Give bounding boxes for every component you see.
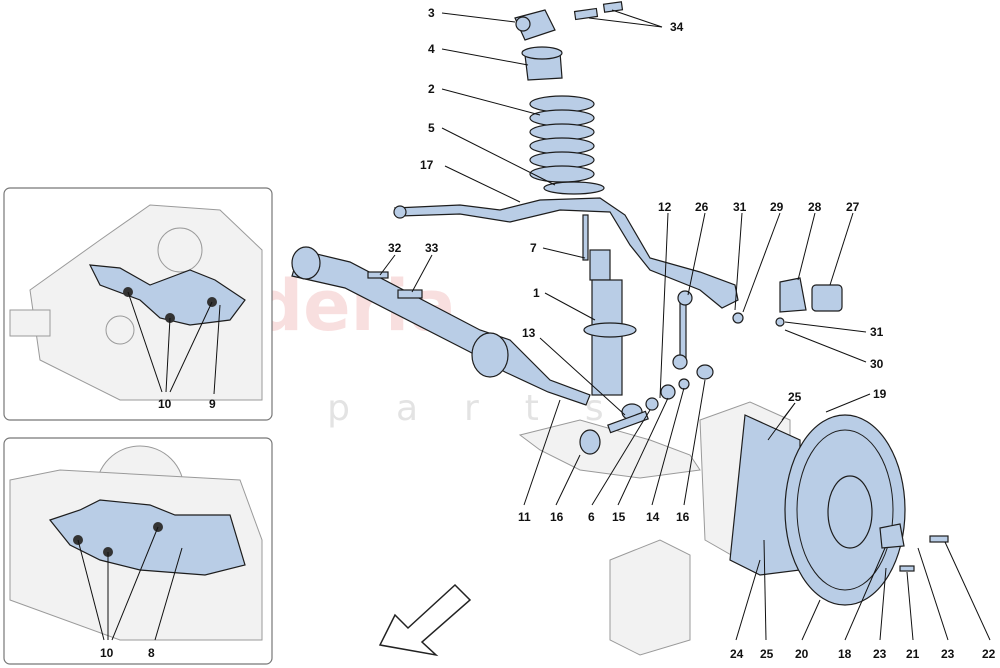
callout-20: 20 bbox=[795, 647, 809, 661]
callout-16-left: 16 bbox=[550, 510, 564, 524]
callout-9: 9 bbox=[209, 397, 216, 411]
callout-29: 29 bbox=[770, 200, 784, 214]
brake-assembly bbox=[609, 401, 949, 656]
callout-13: 13 bbox=[522, 326, 536, 340]
callout-17: 17 bbox=[420, 158, 434, 172]
callout-34: 34 bbox=[670, 20, 684, 34]
callout-32: 32 bbox=[388, 241, 402, 255]
callout-28: 28 bbox=[808, 200, 822, 214]
callout-31-top: 31 bbox=[733, 200, 747, 214]
callout-25-top: 25 bbox=[788, 390, 802, 404]
callout-5: 5 bbox=[428, 121, 435, 135]
callout-12: 12 bbox=[658, 200, 672, 214]
callout-23-right: 23 bbox=[941, 647, 955, 661]
callout-25-bottom: 25 bbox=[760, 647, 774, 661]
coil-spring bbox=[529, 95, 595, 183]
callout-10-inset-bottom: 10 bbox=[100, 646, 114, 660]
inset-top bbox=[3, 187, 273, 421]
callout-18: 18 bbox=[838, 647, 852, 661]
callout-30: 30 bbox=[870, 357, 884, 371]
callout-7: 7 bbox=[530, 241, 537, 255]
callout-22: 22 bbox=[982, 647, 996, 661]
callout-26: 26 bbox=[695, 200, 709, 214]
callout-27: 27 bbox=[846, 200, 860, 214]
callout-11: 11 bbox=[518, 510, 531, 524]
callout-15: 15 bbox=[612, 510, 626, 524]
front-direction-arrow-icon bbox=[378, 583, 472, 657]
callout-6: 6 bbox=[588, 510, 595, 524]
callout-3: 3 bbox=[428, 6, 435, 20]
callout-21: 21 bbox=[906, 647, 920, 661]
callout-31-mid: 31 bbox=[870, 325, 884, 339]
callout-14: 14 bbox=[646, 510, 660, 524]
leader-lines bbox=[379, 9, 991, 641]
callout-labels: 3 34 4 2 5 17 12 26 31 29 28 27 32 33 7 … bbox=[100, 6, 996, 661]
inset-bottom bbox=[3, 437, 273, 665]
callout-8: 8 bbox=[148, 646, 155, 660]
callout-1: 1 bbox=[533, 286, 540, 300]
callout-33: 33 bbox=[425, 241, 439, 255]
callout-19: 19 bbox=[873, 387, 887, 401]
suspension-assembly bbox=[291, 1, 843, 479]
callout-23-left: 23 bbox=[873, 647, 887, 661]
callout-24: 24 bbox=[730, 647, 744, 661]
callout-2: 2 bbox=[428, 82, 435, 96]
callout-10-inset-top: 10 bbox=[158, 397, 172, 411]
callout-16-right: 16 bbox=[676, 510, 690, 524]
callout-4: 4 bbox=[428, 42, 435, 56]
